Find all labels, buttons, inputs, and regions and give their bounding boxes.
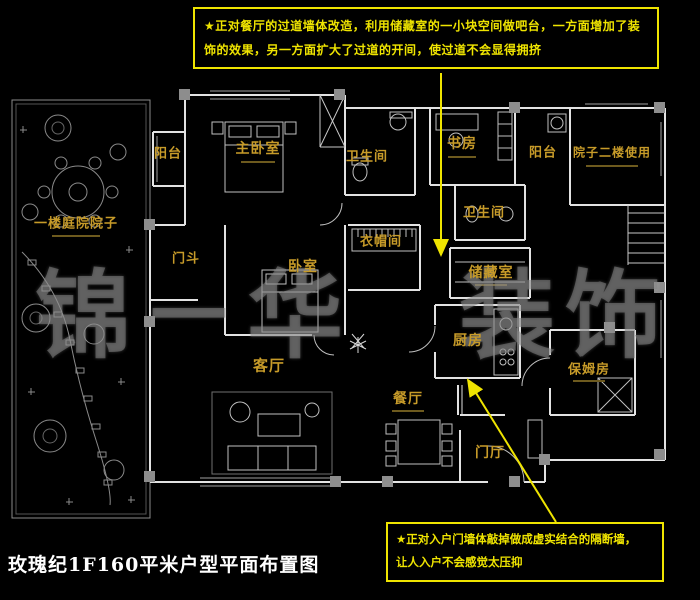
room-label-master-bedroom: 主卧室 [235, 140, 281, 156]
room-label-study: 书房 [447, 135, 477, 151]
room-label-bathroom-top: 卫生间 [345, 148, 389, 164]
room-label-vestibule: 门斗 [171, 250, 201, 266]
room-label-bathroom-middle: 卫生间 [462, 204, 506, 220]
room-label-courtyard: 一楼庭院院子 [33, 215, 119, 231]
annotation-bottom: ★正对入户门墙体敲掉做成虚实结合的隔断墙， 让人入户不会感觉太压抑 [386, 522, 664, 582]
room-sublabel-marks [52, 156, 638, 412]
annotation-bottom-line1: ★正对入户门墙体敲掉做成虚实结合的隔断墙， [396, 534, 637, 546]
annotation-top: ★正对餐厅的过道墙体改造，利用储藏室的一小块空间做吧台，一方面增加了装饰的效果，… [193, 7, 659, 69]
room-label-balcony-left: 阳台 [153, 145, 183, 161]
room-label-balcony-right: 阳台 [528, 144, 558, 160]
walls [149, 94, 666, 483]
windows [156, 90, 662, 487]
room-label-nanny-room: 保姆房 [567, 361, 611, 377]
page-title: 玫瑰纪1F160平米户型平面布置图 [8, 554, 320, 576]
room-label-living-room: 客厅 [252, 357, 286, 375]
room-label-dining-room: 餐厅 [393, 390, 423, 406]
duct-shaft [319, 94, 346, 148]
room-label-storage: 储藏室 [468, 264, 514, 280]
room-label-kitchen: 厨房 [453, 332, 483, 348]
room-label-foyer: 门厅 [475, 444, 505, 460]
stairs [627, 205, 665, 265]
watermark-text: 锦－华 装饰 [35, 259, 671, 372]
annotation-top-text: ★正对餐厅的过道墙体改造，利用储藏室的一小块空间做吧台，一方面增加了装饰的效果，… [204, 19, 641, 57]
annotation-bottom-line2: 让人入户不会感觉太压抑 [396, 557, 523, 569]
furniture [211, 111, 633, 475]
room-label-yard-upstairs: 院子二楼使用 [572, 145, 652, 160]
room-label-cloakroom: 衣帽间 [359, 233, 403, 249]
courtyard-landscape [11, 99, 151, 519]
room-label-bedroom: 卧室 [288, 258, 318, 274]
